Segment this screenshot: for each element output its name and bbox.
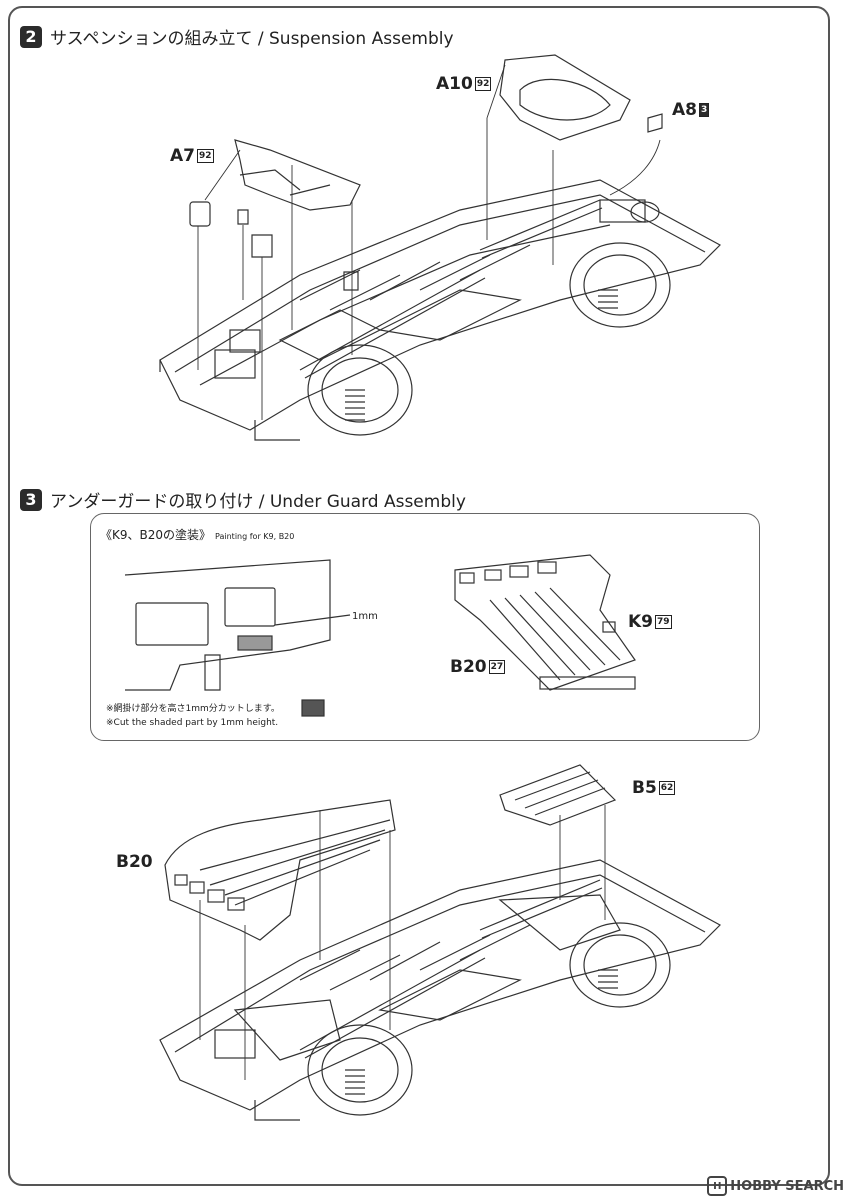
step2-guide-lines [197,64,661,420]
part-b5-text: B5 [632,778,657,798]
painting-inset-box [90,513,760,741]
cut-note-en: ※Cut the shaded part by 1mm height. [106,718,279,728]
step-3-header: 3 アンダーガードの取り付け / Under Guard Assembly [20,487,466,512]
one-mm-label: 1mm [352,611,378,622]
step-2-title: サスペンションの組み立て / Suspension Assembly [50,29,454,49]
part-k9-badge: 79 [655,615,672,629]
part-a7-text: A7 [170,146,195,166]
part-b5-badge: 62 [658,781,676,795]
part-label-a10: A10 92 [436,74,492,94]
part-b20-inset-badge: 27 [488,660,506,674]
part-label-b20: B20 [116,852,153,872]
part-label-b20-inset: B20 27 [450,657,506,677]
hobby-search-logo-icon: H [707,1176,728,1196]
part-a8-text: A8 [672,100,697,120]
part-a7-badge: 92 [197,149,214,163]
part-k9-text: K9 [628,612,654,632]
step-2-number: 2 [20,25,42,48]
cut-note-jp: ※網掛け部分を高さ1mm分カットします。 [106,704,280,714]
step3-guide-lines [199,805,606,1080]
inset-painting-drawing [124,554,636,717]
step3-chassis-drawing [159,764,721,1121]
inset-title: 《K9、B20の塗装》Painting for K9, B20 [100,526,294,543]
part-label-a7: A7 92 [170,146,214,166]
part-label-a8: A8 3 [672,100,710,120]
part-label-k9: K9 79 [628,612,672,632]
instruction-page-frame [8,6,830,1186]
part-label-b5: B5 62 [632,778,676,798]
part-a10-badge: 92 [474,77,492,91]
part-b20-inset-text: B20 [450,657,487,677]
step-3-number: 3 [20,488,42,511]
step-2-header: 2 サスペンションの組み立て / Suspension Assembly [20,24,454,49]
inset-title-en: Painting for K9, B20 [215,532,295,541]
step-3-title: アンダーガードの取り付け / Under Guard Assembly [50,492,466,512]
inset-title-jp: 《K9、B20の塗装》 [100,528,212,542]
hobby-search-watermark: H HOBBY SEARCH [707,1176,844,1196]
step2-chassis-drawing [159,54,721,441]
part-a8-badge: 3 [699,103,710,117]
watermark-text: HOBBY SEARCH [730,1178,844,1194]
part-b20-text: B20 [116,852,153,872]
part-a10-text: A10 [436,74,473,94]
